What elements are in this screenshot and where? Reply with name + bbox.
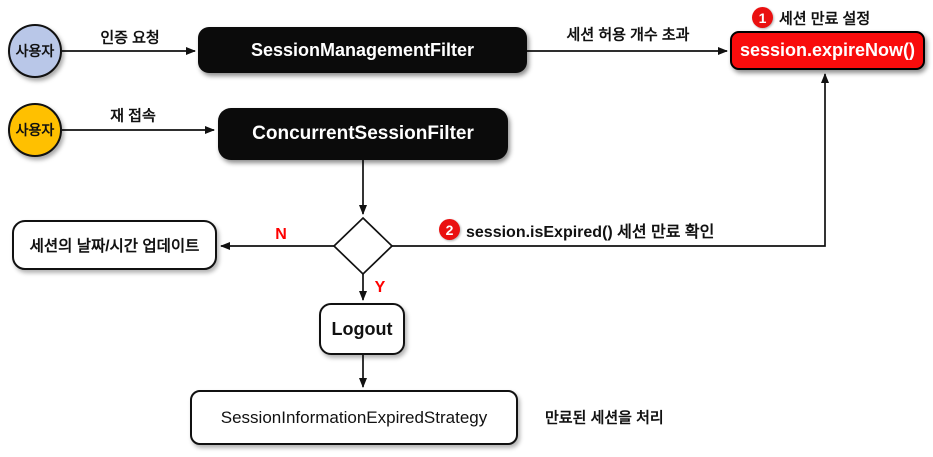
node-update-session: 세션의 날짜/시간 업데이트 bbox=[12, 220, 217, 270]
edge-label-no: N bbox=[275, 226, 287, 243]
node-session-expire-now: session.expireNow() bbox=[730, 31, 925, 70]
node-session-management-filter: SessionManagementFilter bbox=[198, 27, 527, 73]
edge-label-reconnect: 재 접속 bbox=[110, 107, 156, 125]
step2-label: session.isExpired() 세션 만료 확인 bbox=[466, 224, 715, 241]
actor-user-auth-label: 사용자 bbox=[15, 43, 55, 59]
strategy-note-label: 만료된 세션을 처리 bbox=[545, 409, 664, 427]
step2-number-badge: 2 bbox=[439, 219, 460, 240]
step2-number: 2 bbox=[445, 221, 454, 238]
edge-label-yes: Y bbox=[374, 279, 386, 296]
node-expired-strategy-label: SessionInformationExpiredStrategy bbox=[220, 407, 488, 427]
node-session-management-filter-label: SessionManagementFilter bbox=[250, 39, 475, 60]
step1-number: 1 bbox=[758, 9, 767, 26]
node-concurrent-session-filter: ConcurrentSessionFilter bbox=[218, 108, 508, 160]
node-expired-strategy: SessionInformationExpiredStrategy bbox=[190, 390, 518, 445]
actor-user-auth: 사용자 bbox=[8, 24, 62, 78]
node-logout-label: Logout bbox=[331, 318, 393, 339]
decision-diamond bbox=[332, 216, 394, 276]
node-update-session-label: 세션의 날짜/시간 업데이트 bbox=[29, 238, 200, 255]
actor-user-reconnect: 사용자 bbox=[8, 103, 62, 157]
step1-label: 세션 만료 설정 bbox=[779, 10, 871, 28]
actor-user-reconnect-label: 사용자 bbox=[15, 122, 55, 138]
step1-number-badge: 1 bbox=[752, 7, 773, 28]
edge-label-limit-exceeded: 세션 허용 개수 초과 bbox=[566, 26, 690, 44]
edge-decision-to-expire bbox=[392, 73, 829, 247]
node-logout: Logout bbox=[319, 303, 405, 355]
edge-label-auth-request: 인증 요청 bbox=[100, 29, 160, 47]
node-session-expire-now-label: session.expireNow() bbox=[739, 40, 916, 60]
node-concurrent-session-filter-label: ConcurrentSessionFilter bbox=[252, 123, 474, 144]
